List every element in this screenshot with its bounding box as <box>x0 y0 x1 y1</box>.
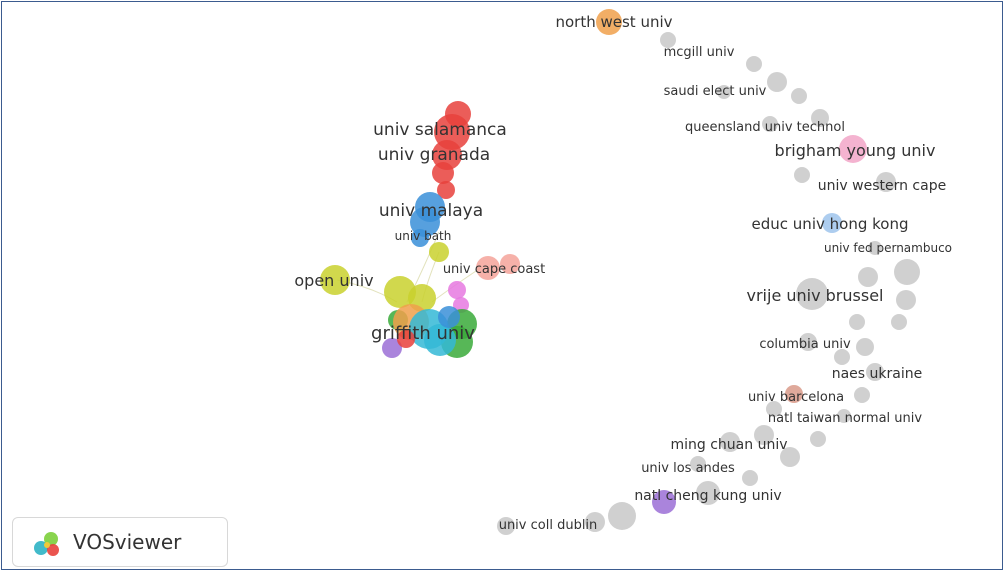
bath-node[interactable] <box>411 229 429 247</box>
vosviewer-brand-name: VOSviewer <box>73 530 182 554</box>
barcelona-node-2[interactable] <box>854 387 870 403</box>
ming-chuan-node-3[interactable] <box>810 431 826 447</box>
granada-node-1[interactable] <box>432 140 462 170</box>
node-label-natl-cheng-kung-univ[interactable]: natl cheng kung univ <box>634 488 781 504</box>
naes-node-1[interactable] <box>834 349 850 365</box>
purple-node-1[interactable] <box>382 338 402 358</box>
node-label-vrije-univ-brussel[interactable]: vrije univ brussel <box>747 286 884 305</box>
columbia-node-3[interactable] <box>799 333 817 351</box>
saudi-node-2[interactable] <box>767 72 787 92</box>
vrije-node-2[interactable] <box>858 267 878 287</box>
yellow-node-2[interactable] <box>384 276 416 308</box>
node-label-univ-granada[interactable]: univ granada <box>378 145 490 165</box>
saudi-node-3[interactable] <box>791 88 807 104</box>
columbia-node-4[interactable] <box>856 338 874 356</box>
vosviewer-logo-box: VOSviewer <box>12 517 228 567</box>
granada-node-2[interactable] <box>432 162 454 184</box>
node-label-univ-coll-dublin[interactable]: univ coll dublin <box>499 518 598 533</box>
barcelona-node[interactable] <box>785 385 803 403</box>
naes-node-2[interactable] <box>866 363 884 381</box>
node-label-queensland-univ-technol[interactable]: queensland univ technol <box>685 120 845 135</box>
cheng-kung-node-2[interactable] <box>696 481 720 505</box>
yellow-small-node[interactable] <box>429 242 449 262</box>
node-label-univ-salamanca[interactable]: univ salamanca <box>373 120 507 140</box>
brigham-node[interactable] <box>839 135 867 163</box>
node-label-naes-ukraine[interactable]: naes ukraine <box>832 366 923 382</box>
cheng-kung-node-1[interactable] <box>652 490 676 514</box>
saudi-node-1[interactable] <box>717 85 731 99</box>
node-label-univ-cape-coast[interactable]: univ cape coast <box>443 262 545 277</box>
los-andes-node-3[interactable] <box>742 470 758 486</box>
columbia-node-2[interactable] <box>891 314 907 330</box>
node-label-griffith-univ[interactable]: griffith univ <box>371 323 475 344</box>
vosviewer-logo-icon <box>34 532 59 556</box>
dublin-node-2[interactable] <box>585 512 605 532</box>
dublin-node-1[interactable] <box>608 502 636 530</box>
node-label-columbia-univ[interactable]: columbia univ <box>759 337 851 352</box>
node-label-saudi-elect-univ[interactable]: saudi elect univ <box>664 84 767 99</box>
node-label-univ-fed-pernambuco[interactable]: univ fed pernambuco <box>824 241 952 255</box>
pernambuco-node[interactable] <box>868 241 882 255</box>
magenta-node-1[interactable] <box>448 281 466 299</box>
node-label-univ-malaya[interactable]: univ malaya <box>379 201 483 221</box>
granada-node-3[interactable] <box>437 181 455 199</box>
ming-chuan-node-2[interactable] <box>754 425 774 445</box>
north-west-univ-node[interactable] <box>596 9 622 35</box>
ming-chuan-node-1[interactable] <box>720 432 740 452</box>
node-label-univ-barcelona[interactable]: univ barcelona <box>748 390 844 405</box>
blue-node-3[interactable] <box>438 306 460 328</box>
red-node-6[interactable] <box>397 330 415 348</box>
node-label-educ-univ-hong-kong[interactable]: educ univ hong kong <box>752 215 909 233</box>
node-label-univ-los-andes[interactable]: univ los andes <box>641 461 735 476</box>
label-layer: north west univ mcgill univ saudi elect un… <box>294 13 952 533</box>
node-label-north-west-univ[interactable]: north west univ <box>555 13 672 31</box>
node-label-open-univ[interactable]: open univ <box>294 271 373 290</box>
node-label-univ-western-cape[interactable]: univ western cape <box>818 178 946 194</box>
node-label-mcgill-univ[interactable]: mcgill univ <box>664 45 735 60</box>
node-label-brigham-young-univ[interactable]: brigham young univ <box>775 141 936 160</box>
node-label-natl-taiwan-normal-univ[interactable]: natl taiwan normal univ <box>768 411 922 426</box>
queensland-node-1[interactable] <box>762 116 778 132</box>
node-label-univ-bath[interactable]: univ bath <box>395 229 452 243</box>
columbia-node-1[interactable] <box>849 314 865 330</box>
queensland-node-2[interactable] <box>811 109 829 127</box>
vrije-node-1[interactable] <box>796 278 828 310</box>
western-cape-node-1[interactable] <box>794 167 810 183</box>
cape-coast-node-2[interactable] <box>500 254 520 274</box>
western-cape-node-2[interactable] <box>876 172 896 192</box>
cyan-node-2[interactable] <box>424 324 456 356</box>
dublin-node-3[interactable] <box>497 517 515 535</box>
cape-coast-node-1[interactable] <box>476 256 500 280</box>
mcgill-node[interactable] <box>660 32 676 48</box>
magenta-node-2[interactable] <box>453 297 469 313</box>
mcgill-node-2[interactable] <box>746 56 762 72</box>
los-andes-node-2[interactable] <box>780 447 800 467</box>
vrije-node-3[interactable] <box>894 259 920 285</box>
los-andes-node-1[interactable] <box>690 456 706 472</box>
open-univ-node[interactable] <box>320 265 350 295</box>
taiwan-node-2[interactable] <box>837 409 851 423</box>
node-label-ming-chuan-univ[interactable]: ming chuan univ <box>670 437 787 453</box>
hong-kong-node[interactable] <box>822 213 842 233</box>
node-layer <box>320 9 920 535</box>
vrije-node-4[interactable] <box>896 290 916 310</box>
taiwan-node-1[interactable] <box>766 401 782 417</box>
